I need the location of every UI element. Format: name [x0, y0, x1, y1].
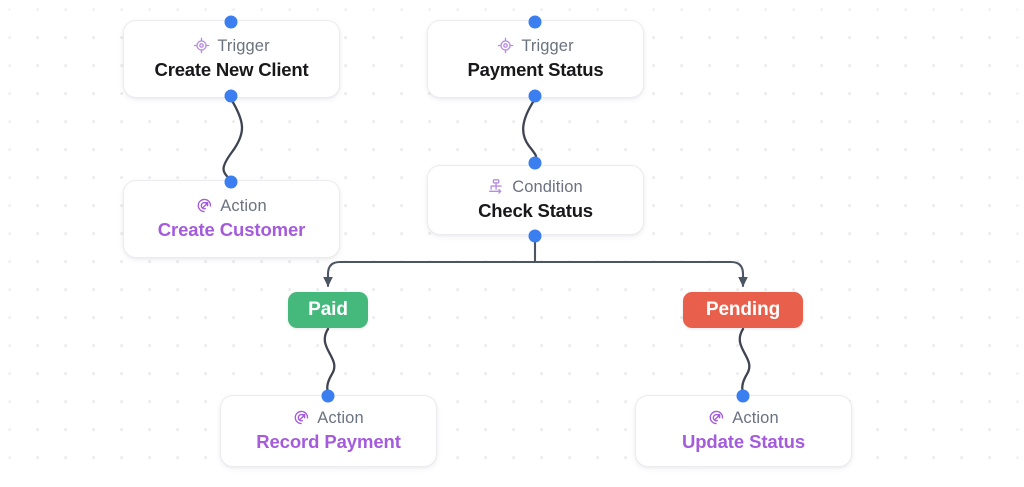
port-payment-status-top[interactable] [528, 15, 542, 29]
port-create-customer-top[interactable] [224, 175, 238, 189]
node-kind-row: Trigger [497, 36, 574, 55]
node-title: Check Status [478, 200, 593, 222]
node-kind-row: Action [196, 196, 267, 215]
node-kind-label: Trigger [217, 36, 270, 55]
node-kind-row: Trigger [193, 36, 270, 55]
edge-client-to-customer [222, 97, 244, 183]
node-kind-row: Condition [488, 178, 583, 195]
port-record-payment-top[interactable] [321, 389, 335, 403]
edge-condition-to-paid [323, 260, 537, 288]
port-create-new-client-top[interactable] [224, 15, 238, 29]
target-icon [193, 37, 210, 54]
edge-condition-to-pending [533, 260, 748, 288]
branch-icon [488, 178, 505, 195]
port-update-status-top[interactable] [736, 389, 750, 403]
node-payment-status[interactable]: Trigger Payment Status [427, 20, 644, 98]
port-create-new-client-bottom[interactable] [224, 89, 238, 103]
node-title: Create Customer [157, 219, 306, 241]
action-swirl-icon [708, 409, 725, 426]
action-swirl-icon [196, 197, 213, 214]
node-update-status[interactable]: Action Update Status [635, 395, 852, 467]
node-kind-label: Condition [512, 177, 583, 196]
node-kind-label: Action [732, 408, 779, 427]
node-kind-label: Trigger [521, 36, 574, 55]
node-kind-label: Action [317, 408, 364, 427]
node-kind-row: Action [708, 408, 779, 427]
port-check-status-top[interactable] [528, 156, 542, 170]
port-check-status-bottom[interactable] [528, 229, 542, 243]
action-swirl-icon [293, 409, 310, 426]
port-payment-status-bottom[interactable] [528, 89, 542, 103]
branch-pill-paid[interactable]: Paid [288, 292, 368, 328]
node-record-payment[interactable]: Action Record Payment [220, 395, 437, 467]
branch-pill-pending[interactable]: Pending [683, 292, 803, 328]
node-title: Create New Client [154, 59, 309, 81]
node-title: Record Payment [256, 431, 401, 453]
node-title: Update Status [681, 431, 806, 453]
branch-pill-label: Pending [705, 299, 781, 320]
node-create-new-client[interactable]: Trigger Create New Client [123, 20, 340, 98]
node-kind-label: Action [220, 196, 267, 215]
node-create-customer[interactable]: Action Create Customer [123, 180, 340, 258]
node-kind-row: Action [293, 408, 364, 427]
node-check-status[interactable]: Condition Check Status [427, 165, 644, 235]
edge-pending-to-update-status [738, 327, 751, 396]
target-icon [497, 37, 514, 54]
node-title: Payment Status [467, 59, 604, 81]
branch-pill-label: Paid [308, 299, 348, 320]
edge-payment-to-condition [522, 97, 538, 164]
edge-paid-to-record-payment [323, 327, 336, 396]
